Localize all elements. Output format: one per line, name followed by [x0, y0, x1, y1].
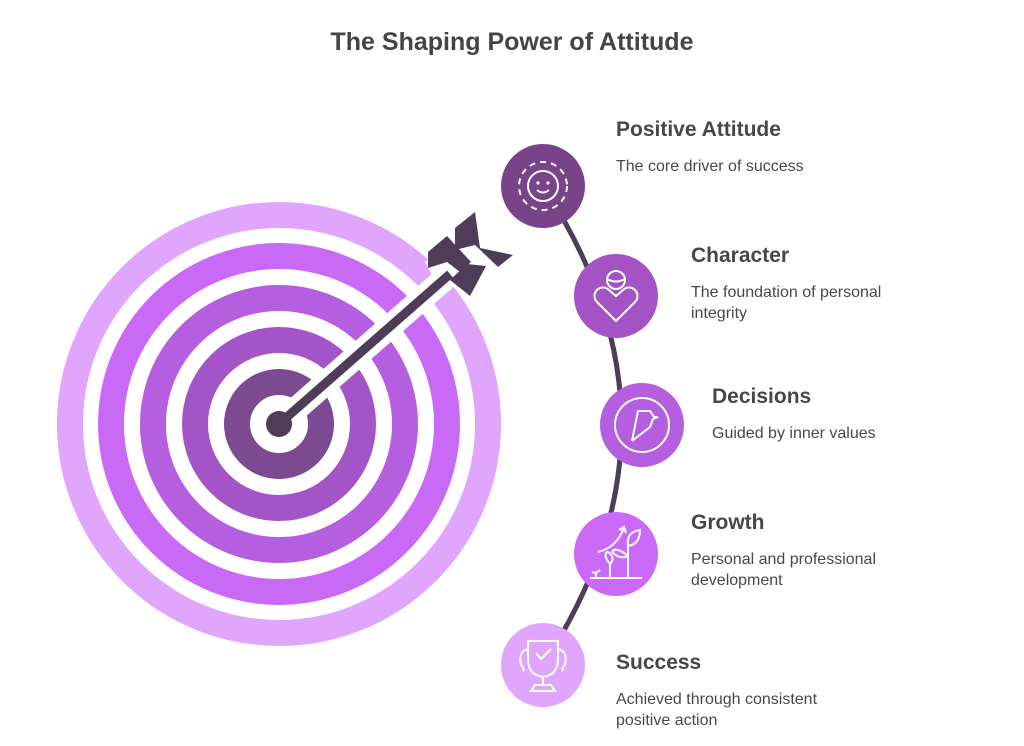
growth-plant-icon — [590, 525, 642, 579]
trophy-icon — [519, 640, 567, 692]
step-title: Growth — [691, 511, 765, 534]
step-positive-attitude: Positive Attitude The core driver of suc… — [616, 118, 916, 177]
step-desc: Guided by inner values — [712, 425, 876, 442]
smiley-icon — [518, 161, 568, 211]
step-node — [501, 623, 585, 707]
step-node — [574, 512, 658, 596]
target-ring-3 — [140, 285, 418, 563]
target-ring-4 — [182, 327, 376, 521]
step-desc: Personal and professional development — [691, 551, 877, 589]
target-ring-outer — [57, 202, 501, 646]
step-node-circle — [600, 383, 684, 467]
step-decisions: Decisions Guided by inner values — [712, 385, 972, 444]
target — [57, 202, 501, 646]
target-ring-5 — [224, 369, 334, 479]
target-ring-2 — [98, 243, 460, 605]
step-character: Character The foundation of personal int… — [691, 244, 921, 324]
arrow-icon — [266, 212, 513, 437]
step-title: Positive Attitude — [616, 118, 781, 141]
decision-flag-icon — [614, 397, 670, 453]
step-node — [574, 254, 658, 338]
step-node — [501, 144, 585, 228]
person-heart-icon — [593, 270, 639, 323]
step-title: Success — [616, 651, 702, 674]
step-desc: The core driver of success — [616, 158, 804, 175]
step-desc: The foundation of personal integrity — [691, 284, 882, 322]
step-title: Character — [691, 244, 790, 267]
step-title: Decisions — [712, 385, 812, 408]
step-success: Success Achieved through consistent posi… — [616, 651, 856, 731]
page-title: The Shaping Power of Attitude — [330, 28, 694, 56]
step-growth: Growth Personal and professional develop… — [691, 511, 921, 591]
step-node — [600, 383, 684, 467]
step-node-circle — [501, 144, 585, 228]
step-desc: Achieved through consistent positive act… — [616, 691, 818, 729]
step-node-circle — [501, 623, 585, 707]
step-node-circle — [574, 512, 658, 596]
